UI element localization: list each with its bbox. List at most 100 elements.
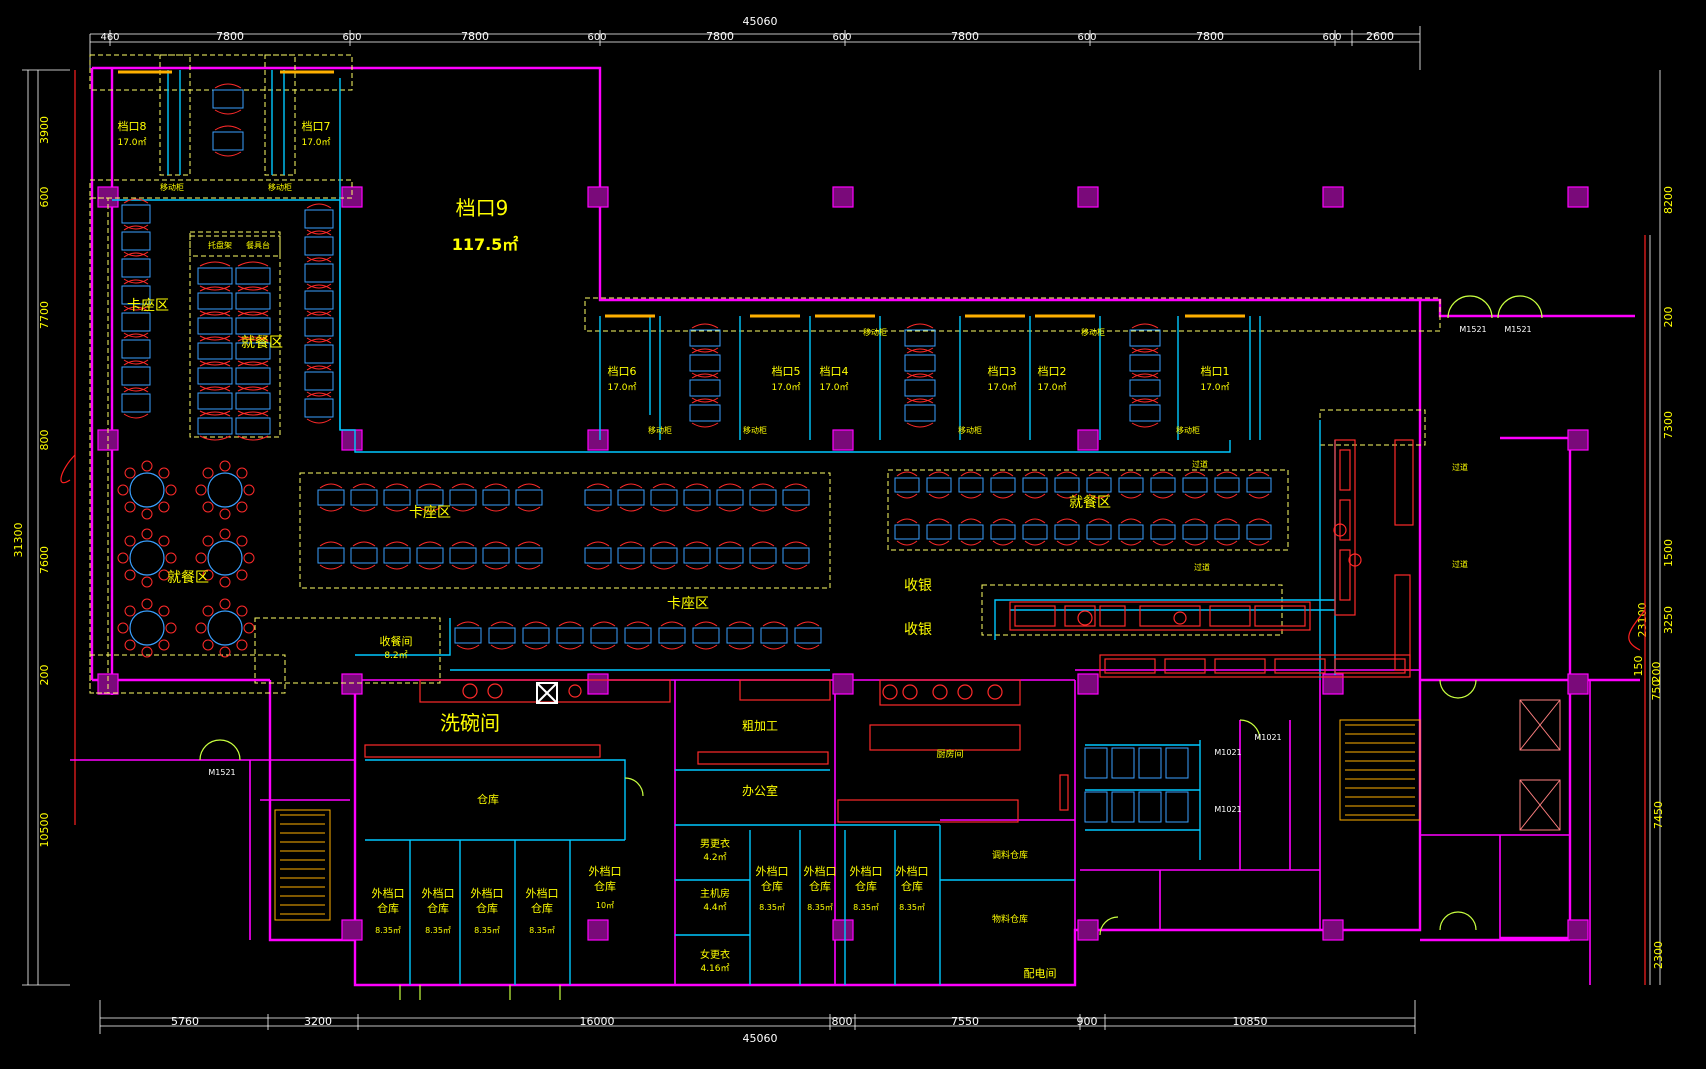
chair [928, 471, 950, 477]
chair [1024, 518, 1046, 524]
dining-table [1182, 477, 1208, 493]
chair [586, 564, 610, 570]
chair [1216, 493, 1238, 499]
chair [1131, 422, 1159, 428]
dining-table [904, 354, 936, 372]
chair [751, 506, 775, 512]
chair [1184, 471, 1206, 477]
toilet-fixtures [1084, 747, 1189, 823]
label-host-room-area: 4.4㎡ [703, 902, 726, 913]
dim-bottom: 900 [1077, 1015, 1098, 1028]
chair [418, 506, 442, 512]
dim-top: 7800 [951, 30, 979, 43]
dining-table [689, 329, 721, 347]
label-outer-wh-3a: 外档口 [471, 886, 504, 900]
chair [762, 644, 786, 650]
dimension-lines [22, 26, 1661, 1034]
label-stall8-area: 17.0㎡ [117, 137, 146, 148]
label-stall7-area: 17.0㎡ [301, 137, 330, 148]
label-mobile-cabinet: 移动柜 [958, 425, 982, 435]
round-chair [141, 646, 153, 658]
chair [385, 541, 409, 547]
chair [306, 284, 332, 290]
dining-table [235, 417, 271, 435]
chair [896, 540, 918, 546]
chair [751, 483, 775, 489]
chair [524, 644, 548, 650]
chair [906, 398, 934, 404]
chair [718, 541, 742, 547]
dining-table [197, 392, 233, 410]
dining-table [197, 417, 233, 435]
chair [685, 506, 709, 512]
dining-furniture [121, 83, 1272, 650]
chair [123, 305, 149, 311]
label-mobile-cabinet: 移动柜 [1176, 425, 1200, 435]
dining-table [617, 547, 645, 564]
chair [1088, 493, 1110, 499]
chair [517, 541, 541, 547]
chair [490, 644, 514, 650]
round-chair [141, 460, 153, 472]
chair [1024, 471, 1046, 477]
chair [694, 644, 718, 650]
dining-table [1150, 524, 1176, 540]
dining-table [1054, 477, 1080, 493]
chair [123, 252, 149, 258]
round-chair [219, 646, 231, 658]
chair [1184, 493, 1206, 499]
chair [1088, 540, 1110, 546]
chair [1248, 493, 1270, 499]
label-outer-wh-3b: 仓库 [476, 901, 498, 915]
round-chair [124, 569, 136, 581]
chair [1088, 518, 1110, 524]
dim-left: 7600 [38, 546, 51, 574]
round-table [129, 472, 165, 508]
chair [199, 285, 231, 291]
chair [928, 540, 950, 546]
chair [1120, 493, 1142, 499]
chair [306, 257, 332, 263]
chair [199, 335, 231, 341]
round-chair [158, 535, 170, 547]
chair [691, 373, 719, 379]
label-office: 办公室 [742, 783, 778, 798]
dining-table [926, 477, 952, 493]
dining-table [926, 524, 952, 540]
label-outer-wh-2b: 仓库 [427, 901, 449, 915]
chair [1024, 540, 1046, 546]
dining-table [304, 344, 334, 364]
dim-top: 7800 [461, 30, 489, 43]
chair [237, 286, 269, 292]
round-chair [195, 622, 207, 634]
chair [451, 483, 475, 489]
chair [652, 506, 676, 512]
label-outer-wh-1-area: 8.35㎡ [375, 926, 401, 935]
dining-table [1182, 524, 1208, 540]
chair [352, 483, 376, 489]
chair [199, 261, 231, 267]
chair [306, 337, 332, 343]
round-chair [141, 598, 153, 610]
label-stall2-area: 17.0㎡ [1037, 382, 1066, 393]
dining-table [304, 290, 334, 310]
door-tag: M1021 [1214, 805, 1241, 814]
dining-table [522, 627, 550, 644]
chair [352, 541, 376, 547]
dining-table [121, 258, 151, 278]
dining-table [197, 292, 233, 310]
round-table [129, 540, 165, 576]
dining-table [121, 339, 151, 359]
chair [784, 506, 808, 512]
chair [306, 392, 332, 398]
round-chair [219, 508, 231, 520]
dining-table [617, 489, 645, 506]
chair [906, 373, 934, 379]
round-chair [117, 622, 129, 634]
chair [306, 203, 332, 209]
chair [1131, 347, 1159, 353]
chair [906, 347, 934, 353]
dining-table [658, 627, 686, 644]
dining-table [689, 404, 721, 422]
